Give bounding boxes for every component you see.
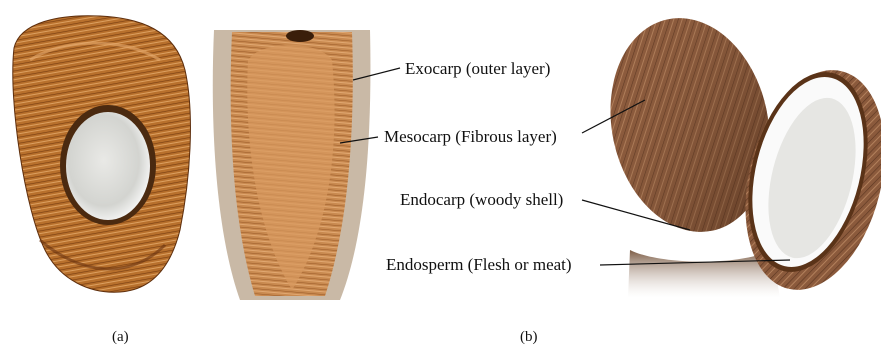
panel-label-a: (a) xyxy=(112,329,129,345)
husk-section-image xyxy=(213,30,371,300)
coconut-husk-image xyxy=(13,16,191,292)
endosperm-label: Endosperm (Flesh or meat) xyxy=(386,255,572,274)
mesocarp-label: Mesocarp (Fibrous layer) xyxy=(384,127,557,146)
endocarp-label: Endocarp (woody shell) xyxy=(400,190,563,209)
exocarp-label: Exocarp (outer layer) xyxy=(405,59,550,78)
panel-label-b: (b) xyxy=(520,329,538,345)
